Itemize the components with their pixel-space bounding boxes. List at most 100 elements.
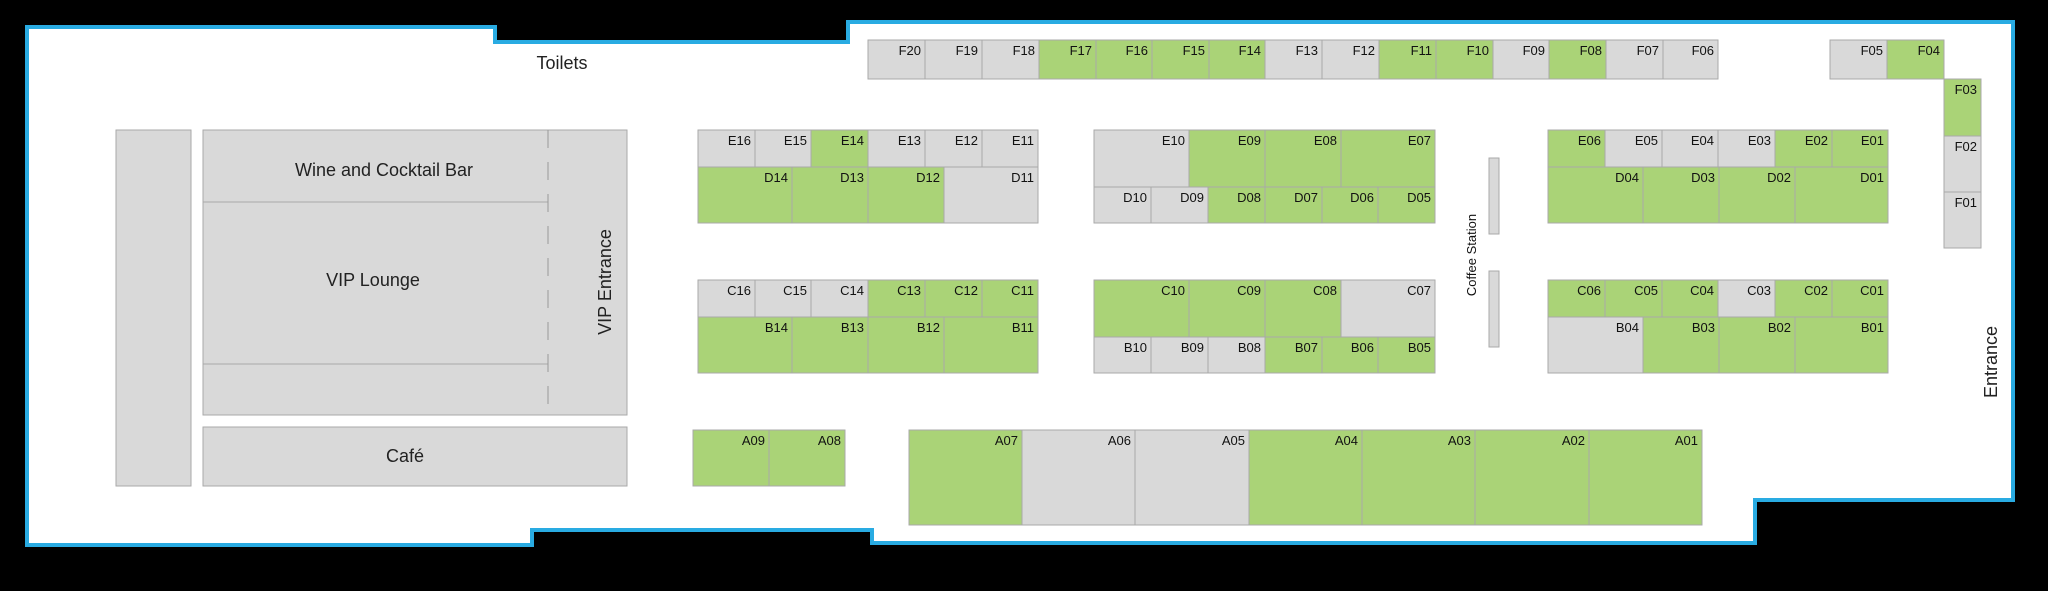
booth-cell[interactable] <box>692 429 770 487</box>
booth-cell[interactable] <box>1774 129 1833 168</box>
booth-cell[interactable] <box>1943 135 1982 193</box>
booth-d03[interactable]: D03 <box>1642 166 1720 224</box>
booth-cell[interactable] <box>1642 316 1720 374</box>
booth-b05[interactable]: B05 <box>1377 336 1436 374</box>
booth-f01[interactable]: F01 <box>1943 191 1982 249</box>
booth-d14[interactable]: D14 <box>697 166 793 224</box>
booth-cell[interactable] <box>1321 336 1379 374</box>
booth-cell[interactable] <box>791 316 869 374</box>
booth-cell[interactable] <box>1435 39 1494 80</box>
booth-f11[interactable]: F11 <box>1378 39 1437 80</box>
booth-cell[interactable] <box>924 129 983 168</box>
booth-f18[interactable]: F18 <box>981 39 1040 80</box>
booth-f06[interactable]: F06 <box>1662 39 1719 80</box>
booth-cell[interactable] <box>1021 429 1136 526</box>
booth-cell[interactable] <box>1831 129 1889 168</box>
booth-c15[interactable]: C15 <box>754 279 812 318</box>
booth-cell[interactable] <box>768 429 846 487</box>
booth-cell[interactable] <box>754 279 812 318</box>
booth-cell[interactable] <box>867 129 926 168</box>
booth-cell[interactable] <box>1093 129 1190 188</box>
booth-cell[interactable] <box>1492 39 1550 80</box>
booth-c05[interactable]: C05 <box>1604 279 1663 318</box>
booth-cell[interactable] <box>1605 39 1664 80</box>
booth-cell[interactable] <box>867 39 926 80</box>
booth-cell[interactable] <box>1718 166 1796 224</box>
booth-b07[interactable]: B07 <box>1264 336 1323 374</box>
booth-f09[interactable]: F09 <box>1492 39 1550 80</box>
booth-a07[interactable]: A07 <box>908 429 1023 526</box>
booth-cell[interactable] <box>1718 316 1796 374</box>
booth-c03[interactable]: C03 <box>1717 279 1776 318</box>
booth-e04[interactable]: E04 <box>1661 129 1719 168</box>
booth-b03[interactable]: B03 <box>1642 316 1720 374</box>
booth-c10[interactable]: C10 <box>1093 279 1190 338</box>
booth-cell[interactable] <box>1038 39 1097 80</box>
booth-cell[interactable] <box>1208 39 1266 80</box>
booth-a04[interactable]: A04 <box>1248 429 1363 526</box>
booth-cell[interactable] <box>697 279 756 318</box>
booth-d10[interactable]: D10 <box>1093 186 1152 224</box>
booth-d09[interactable]: D09 <box>1150 186 1209 224</box>
booth-cell[interactable] <box>1662 39 1719 80</box>
booth-a02[interactable]: A02 <box>1474 429 1590 526</box>
booth-cell[interactable] <box>1248 429 1363 526</box>
booth-c12[interactable]: C12 <box>924 279 983 318</box>
booth-cell[interactable] <box>981 279 1039 318</box>
booth-cell[interactable] <box>1547 166 1644 224</box>
booth-a05[interactable]: A05 <box>1134 429 1250 526</box>
booth-cell[interactable] <box>1093 279 1190 338</box>
booth-e07[interactable]: E07 <box>1340 129 1436 188</box>
booth-cell[interactable] <box>791 166 869 224</box>
booth-cell[interactable] <box>1321 39 1380 80</box>
booth-e06[interactable]: E06 <box>1547 129 1606 168</box>
booth-c07[interactable]: C07 <box>1340 279 1436 338</box>
booth-c01[interactable]: C01 <box>1831 279 1889 318</box>
booth-cell[interactable] <box>1150 336 1209 374</box>
booth-cell[interactable] <box>981 39 1040 80</box>
booth-f08[interactable]: F08 <box>1548 39 1607 80</box>
booth-f17[interactable]: F17 <box>1038 39 1097 80</box>
booth-cell[interactable] <box>1264 186 1323 224</box>
booth-d12[interactable]: D12 <box>867 166 945 224</box>
booth-b09[interactable]: B09 <box>1150 336 1209 374</box>
booth-e13[interactable]: E13 <box>867 129 926 168</box>
booth-cell[interactable] <box>1829 39 1888 80</box>
booth-b11[interactable]: B11 <box>943 316 1039 374</box>
booth-a03[interactable]: A03 <box>1361 429 1476 526</box>
booth-cell[interactable] <box>1547 279 1606 318</box>
booth-e11[interactable]: E11 <box>981 129 1039 168</box>
booth-b13[interactable]: B13 <box>791 316 869 374</box>
booth-f16[interactable]: F16 <box>1095 39 1153 80</box>
booth-d06[interactable]: D06 <box>1321 186 1379 224</box>
booth-f04[interactable]: F04 <box>1886 39 1945 80</box>
booth-cell[interactable] <box>924 39 983 80</box>
booth-cell[interactable] <box>1207 186 1266 224</box>
booth-cell[interactable] <box>1378 39 1437 80</box>
booth-cell[interactable] <box>1361 429 1476 526</box>
booth-e03[interactable]: E03 <box>1717 129 1776 168</box>
booth-cell[interactable] <box>1588 429 1703 526</box>
booth-a06[interactable]: A06 <box>1021 429 1136 526</box>
booth-cell[interactable] <box>1794 316 1889 374</box>
booth-b12[interactable]: B12 <box>867 316 945 374</box>
booth-e05[interactable]: E05 <box>1604 129 1663 168</box>
booth-cell[interactable] <box>1943 78 1982 137</box>
booth-cell[interactable] <box>1264 39 1323 80</box>
booth-cell[interactable] <box>1264 129 1342 188</box>
booth-e02[interactable]: E02 <box>1774 129 1833 168</box>
booth-cell[interactable] <box>1377 336 1436 374</box>
booth-cell[interactable] <box>754 129 812 168</box>
booth-f10[interactable]: F10 <box>1435 39 1494 80</box>
booth-f02[interactable]: F02 <box>1943 135 1982 193</box>
booth-cell[interactable] <box>1474 429 1590 526</box>
booth-cell[interactable] <box>943 166 1039 224</box>
booth-b01[interactable]: B01 <box>1794 316 1889 374</box>
booth-cell[interactable] <box>1340 129 1436 188</box>
booth-b04[interactable]: B04 <box>1547 316 1644 374</box>
booth-b06[interactable]: B06 <box>1321 336 1379 374</box>
booth-c08[interactable]: C08 <box>1264 279 1342 338</box>
booth-f07[interactable]: F07 <box>1605 39 1664 80</box>
booth-cell[interactable] <box>1661 279 1719 318</box>
booth-d01[interactable]: D01 <box>1794 166 1889 224</box>
